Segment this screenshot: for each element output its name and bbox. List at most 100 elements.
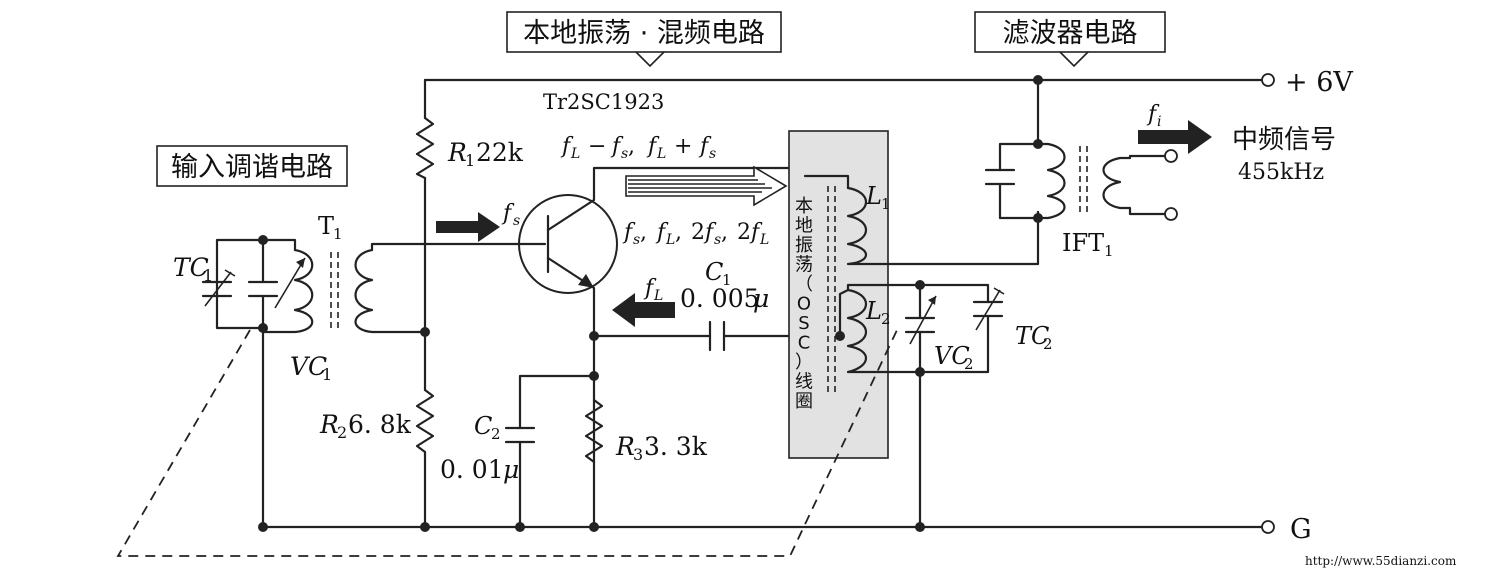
- if-out-terminal-1[interactable]: [1164, 149, 1178, 163]
- osc-coil-label-char: 振: [795, 235, 813, 256]
- vc2-arrow-line: [909, 295, 937, 345]
- ground-terminal[interactable]: [1261, 520, 1275, 534]
- tf-comma2: ,: [675, 220, 682, 245]
- t1-primary-top: [261, 238, 297, 252]
- if-frequency: 455kHz: [1238, 160, 1324, 185]
- base-feed-wire: [370, 242, 547, 252]
- junction-tank-ground: [258, 522, 268, 532]
- junction-vc2-bottom: [915, 367, 925, 377]
- mix-f4-sub: s: [709, 146, 716, 162]
- mix-minus: −: [581, 134, 613, 159]
- junction-c1-l2: [835, 331, 845, 341]
- osc-coil-label-char: 荡: [795, 255, 813, 276]
- l1-coil: [846, 186, 1040, 266]
- filter-title: 滤波器电路: [974, 11, 1166, 68]
- r3-subscript: 3: [633, 445, 643, 464]
- mix-arrow-hatch: [628, 179, 772, 193]
- mix-products-label: f L − f s , f L + f s: [560, 134, 716, 162]
- input-tuning-title: 输入调谐电路: [156, 145, 348, 187]
- r3-symbol: R: [615, 432, 635, 461]
- watermark: http://www.55dianzi.com: [1305, 554, 1457, 568]
- tf-f4-sub: L: [759, 232, 769, 248]
- osc-coil-label-char: S: [798, 313, 809, 334]
- input-tuning-title-box: [156, 145, 348, 187]
- ift-primary-coil: [1036, 142, 1066, 220]
- vc1-arrow-line: [274, 257, 306, 309]
- osc-core: [827, 186, 836, 392]
- tf-two1: 2: [691, 220, 705, 245]
- transistor-freq-label: f s , f L , 2 f s , 2 f L: [622, 220, 769, 248]
- r1-symbol: R: [447, 138, 467, 167]
- if-f-sub: i: [1157, 114, 1161, 130]
- osc-coil-label-char: 本: [795, 196, 813, 217]
- transistor-label: Tr2SC1923: [543, 90, 664, 114]
- tf-two2: 2: [737, 220, 751, 245]
- ift-secondary-coil: [1102, 156, 1122, 210]
- osc-coil-label-char: 线: [795, 372, 813, 393]
- vc1-arrow-head: [296, 258, 305, 268]
- c1-plates: [708, 320, 726, 352]
- c1-subscript: 1: [722, 271, 732, 289]
- r2-value: 6. 8k: [348, 410, 412, 439]
- tf-f1-sub: s: [633, 232, 640, 248]
- ift-cap-loop: [998, 142, 1040, 220]
- mix-f1-sub: L: [570, 146, 580, 162]
- vc1-subscript: 1: [322, 365, 332, 384]
- junction-ift-bottom: [1033, 213, 1043, 223]
- mix-f2-sub: s: [621, 146, 628, 162]
- vc2-symbol: VC: [934, 342, 970, 370]
- osc-coil-label-char: O: [797, 294, 811, 315]
- vplus-label: + 6V: [1285, 67, 1353, 98]
- l1-top-wire: [803, 174, 850, 190]
- ift-symbol: IFT: [1062, 229, 1104, 257]
- filter-pointer: [1059, 51, 1089, 68]
- osc-mixer-title: 本地振荡 · 混频电路: [506, 11, 782, 68]
- r1-subscript: 1: [465, 151, 475, 170]
- osc-mixer-pointer: [635, 51, 665, 68]
- vplus-terminal[interactable]: [1261, 73, 1275, 87]
- l1-subscript: 1: [881, 195, 891, 213]
- l1-symbol: L: [865, 182, 882, 210]
- osc-coil-label-char: 圈: [795, 391, 813, 412]
- r2-symbol: R: [319, 410, 339, 439]
- r1-resistor: [415, 116, 435, 180]
- junction-ift-supply: [1033, 75, 1043, 85]
- c2-wire: [518, 374, 596, 529]
- r3-resistor: [584, 398, 604, 464]
- l2-tap-wire: [838, 288, 850, 338]
- ift-output-wires: [1118, 154, 1167, 216]
- gang-link: [116, 329, 898, 557]
- junction-vc2-ground: [915, 522, 925, 532]
- osc-coil-label-char: 地: [795, 216, 813, 237]
- c1-value: 0. 005: [680, 284, 760, 313]
- input-tuning-title-text: 输入调谐电路: [171, 152, 333, 183]
- junction-emitter-rc: [589, 371, 599, 381]
- mix-comma: ,: [628, 134, 635, 159]
- transistor-body: [518, 194, 618, 294]
- l2-subscript: 2: [881, 310, 891, 328]
- vc1-symbol: VC: [290, 352, 327, 381]
- junction-r3-ground: [589, 522, 599, 532]
- tf-comma1: ,: [640, 220, 647, 245]
- osc-mixer-title-text: 本地振荡 · 混频电路: [523, 18, 765, 49]
- filter-title-text: 滤波器电路: [1003, 18, 1138, 49]
- mix-arrow-outline: [625, 165, 788, 207]
- osc-coil-label-char: C: [798, 333, 811, 354]
- c2-plates: [504, 426, 536, 444]
- t1-core: [330, 252, 339, 330]
- r1-value: 22k: [476, 138, 524, 167]
- tf-f3-sub: s: [714, 232, 721, 248]
- t1-symbol: T: [318, 212, 334, 240]
- c2-unit: μ: [503, 455, 519, 484]
- if-out-terminal-2[interactable]: [1164, 207, 1178, 221]
- tc1-loop: [215, 238, 265, 330]
- emitter-wire: [546, 256, 596, 529]
- vc2-arrow-head: [928, 296, 936, 305]
- tc1-trim-tick: [224, 269, 236, 277]
- mix-plus: +: [667, 134, 699, 159]
- base-f-sub: s: [513, 213, 520, 229]
- r2-resistor: [415, 388, 435, 454]
- t1-primary-coil: [261, 248, 314, 334]
- vc1-plates: [247, 280, 279, 298]
